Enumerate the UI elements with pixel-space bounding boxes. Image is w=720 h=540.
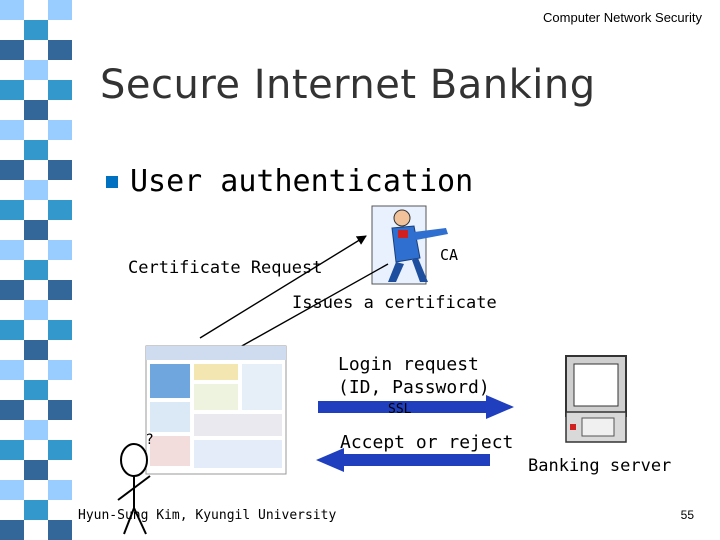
strip-cell: [0, 40, 24, 60]
certificate-request-label: Certificate Request: [128, 258, 323, 278]
strip-cell: [0, 80, 24, 100]
strip-cell: [0, 360, 24, 380]
strip-cell: [0, 320, 24, 340]
course-header: Computer Network Security: [543, 10, 702, 25]
user-figure-icon: ?: [117, 432, 153, 535]
strip-cell: [24, 100, 48, 120]
banking-server-label: Banking server: [528, 456, 672, 476]
ssl-label: SSL: [388, 402, 412, 417]
bullet-text: User authentication: [130, 164, 474, 199]
strip-cell: [48, 360, 72, 380]
bullet-square-icon: [106, 175, 118, 188]
strip-cell: [0, 480, 24, 500]
accept-reject-label: Accept or reject: [340, 432, 514, 453]
id-password-label: (ID, Password): [338, 377, 490, 398]
strip-cell: [0, 160, 24, 180]
strip-cell: [0, 0, 24, 20]
strip-cell: [48, 320, 72, 340]
strip-cell: [24, 220, 48, 240]
strip-cell: [48, 120, 72, 140]
login-request-label: Login request: [338, 354, 479, 375]
strip-cell: [24, 60, 48, 80]
svg-text:?: ?: [146, 432, 153, 448]
strip-cell: [0, 400, 24, 420]
strip-cell: [24, 180, 48, 200]
strip-cell: [48, 400, 72, 420]
accept-reject-arrow: [316, 448, 490, 472]
strip-cell: [48, 440, 72, 460]
strip-cell: [48, 160, 72, 180]
strip-cell: [0, 120, 24, 140]
footer-author: Hyun-Sung Kim, Kyungil University: [78, 508, 337, 523]
strip-cell: [48, 520, 72, 540]
strip-cell: [24, 340, 48, 360]
strip-cell: [0, 440, 24, 460]
strip-cell: [48, 280, 72, 300]
issues-certificate-label: Issues a certificate: [292, 293, 497, 313]
strip-cell: [48, 0, 72, 20]
bullet-user-authentication: User authentication: [106, 164, 473, 199]
strip-cell: [24, 460, 48, 480]
page-number: 55: [680, 508, 694, 522]
strip-cell: [48, 80, 72, 100]
slide-title: Secure Internet Banking: [100, 62, 596, 108]
strip-cell: [0, 200, 24, 220]
banking-server-icon: [565, 355, 627, 443]
strip-cell: [24, 20, 48, 40]
issue-cert-arrow: [223, 263, 389, 357]
strip-cell: [0, 280, 24, 300]
ca-person-icon: [371, 205, 448, 285]
decorative-left-strip: [0, 0, 72, 540]
strip-cell: [48, 240, 72, 260]
strip-cell: [0, 240, 24, 260]
cert-request-arrow: [199, 235, 367, 339]
strip-cell: [24, 140, 48, 160]
browser-screenshot: [145, 345, 287, 475]
strip-cell: [24, 300, 48, 320]
strip-cell: [0, 520, 24, 540]
strip-cell: [24, 420, 48, 440]
strip-cell: [24, 380, 48, 400]
strip-cell: [24, 260, 48, 280]
strip-cell: [48, 480, 72, 500]
strip-cell: [48, 40, 72, 60]
ca-label: CA: [440, 246, 459, 264]
strip-cell: [48, 200, 72, 220]
strip-cell: [24, 500, 48, 520]
login-request-arrow: [318, 395, 514, 419]
